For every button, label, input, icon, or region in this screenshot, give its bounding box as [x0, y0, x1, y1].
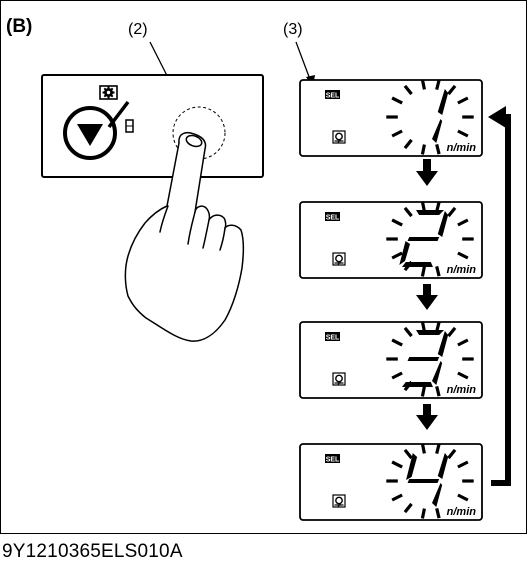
display-panel-1: SEL n/min — [299, 79, 483, 157]
display-panel-4: SEL n/min — [299, 443, 483, 521]
panel-label: (B) — [6, 16, 32, 37]
sel-label: SEL — [326, 93, 340, 100]
blink-rays — [386, 321, 474, 397]
down-triangle-button-icon — [63, 106, 117, 160]
digit-2 — [399, 210, 449, 267]
digit-1 — [432, 89, 449, 143]
sequence-arrow-1 — [416, 159, 438, 186]
gear-icon — [332, 130, 346, 144]
sel-badge: SEL — [325, 454, 340, 464]
sequence-arrow-3 — [416, 404, 438, 430]
sel-badge: SEL — [325, 212, 340, 222]
slash-divider — [107, 100, 130, 129]
select-button[interactable] — [63, 106, 117, 160]
gear-icon — [332, 494, 346, 508]
gear-icon — [99, 85, 118, 100]
unit-label: n/min — [447, 384, 477, 396]
cycle-return-arrow — [488, 106, 511, 486]
unit-label: n/min — [447, 142, 477, 154]
figure-frame — [0, 0, 527, 534]
gear-icon — [332, 372, 346, 386]
sequence-arrow-2 — [416, 284, 438, 310]
sel-label: SEL — [326, 335, 340, 342]
sel-badge: SEL — [325, 332, 340, 342]
figure-caption: 9Y1210365ELS010A — [2, 541, 183, 562]
callout-display-label: (3) — [283, 21, 303, 38]
sel-label: SEL — [326, 457, 340, 464]
blink-rays — [386, 443, 474, 519]
unit-label: n/min — [447, 264, 477, 276]
sel-label: SEL — [326, 215, 340, 222]
sel-badge: SEL — [325, 90, 340, 100]
digit-4 — [406, 453, 449, 507]
blink-rays — [386, 79, 474, 155]
hourglass-icon — [125, 119, 134, 133]
callout-button-label: (2) — [128, 21, 148, 38]
gear-icon — [332, 252, 346, 266]
display-panel-2: SEL n/min — [299, 201, 483, 279]
display-panel-3: SEL n/min — [299, 321, 483, 399]
blink-rays — [386, 201, 474, 277]
unit-label: n/min — [447, 506, 477, 518]
digit-3 — [401, 330, 449, 387]
pointing-hand-icon — [124, 131, 245, 342]
